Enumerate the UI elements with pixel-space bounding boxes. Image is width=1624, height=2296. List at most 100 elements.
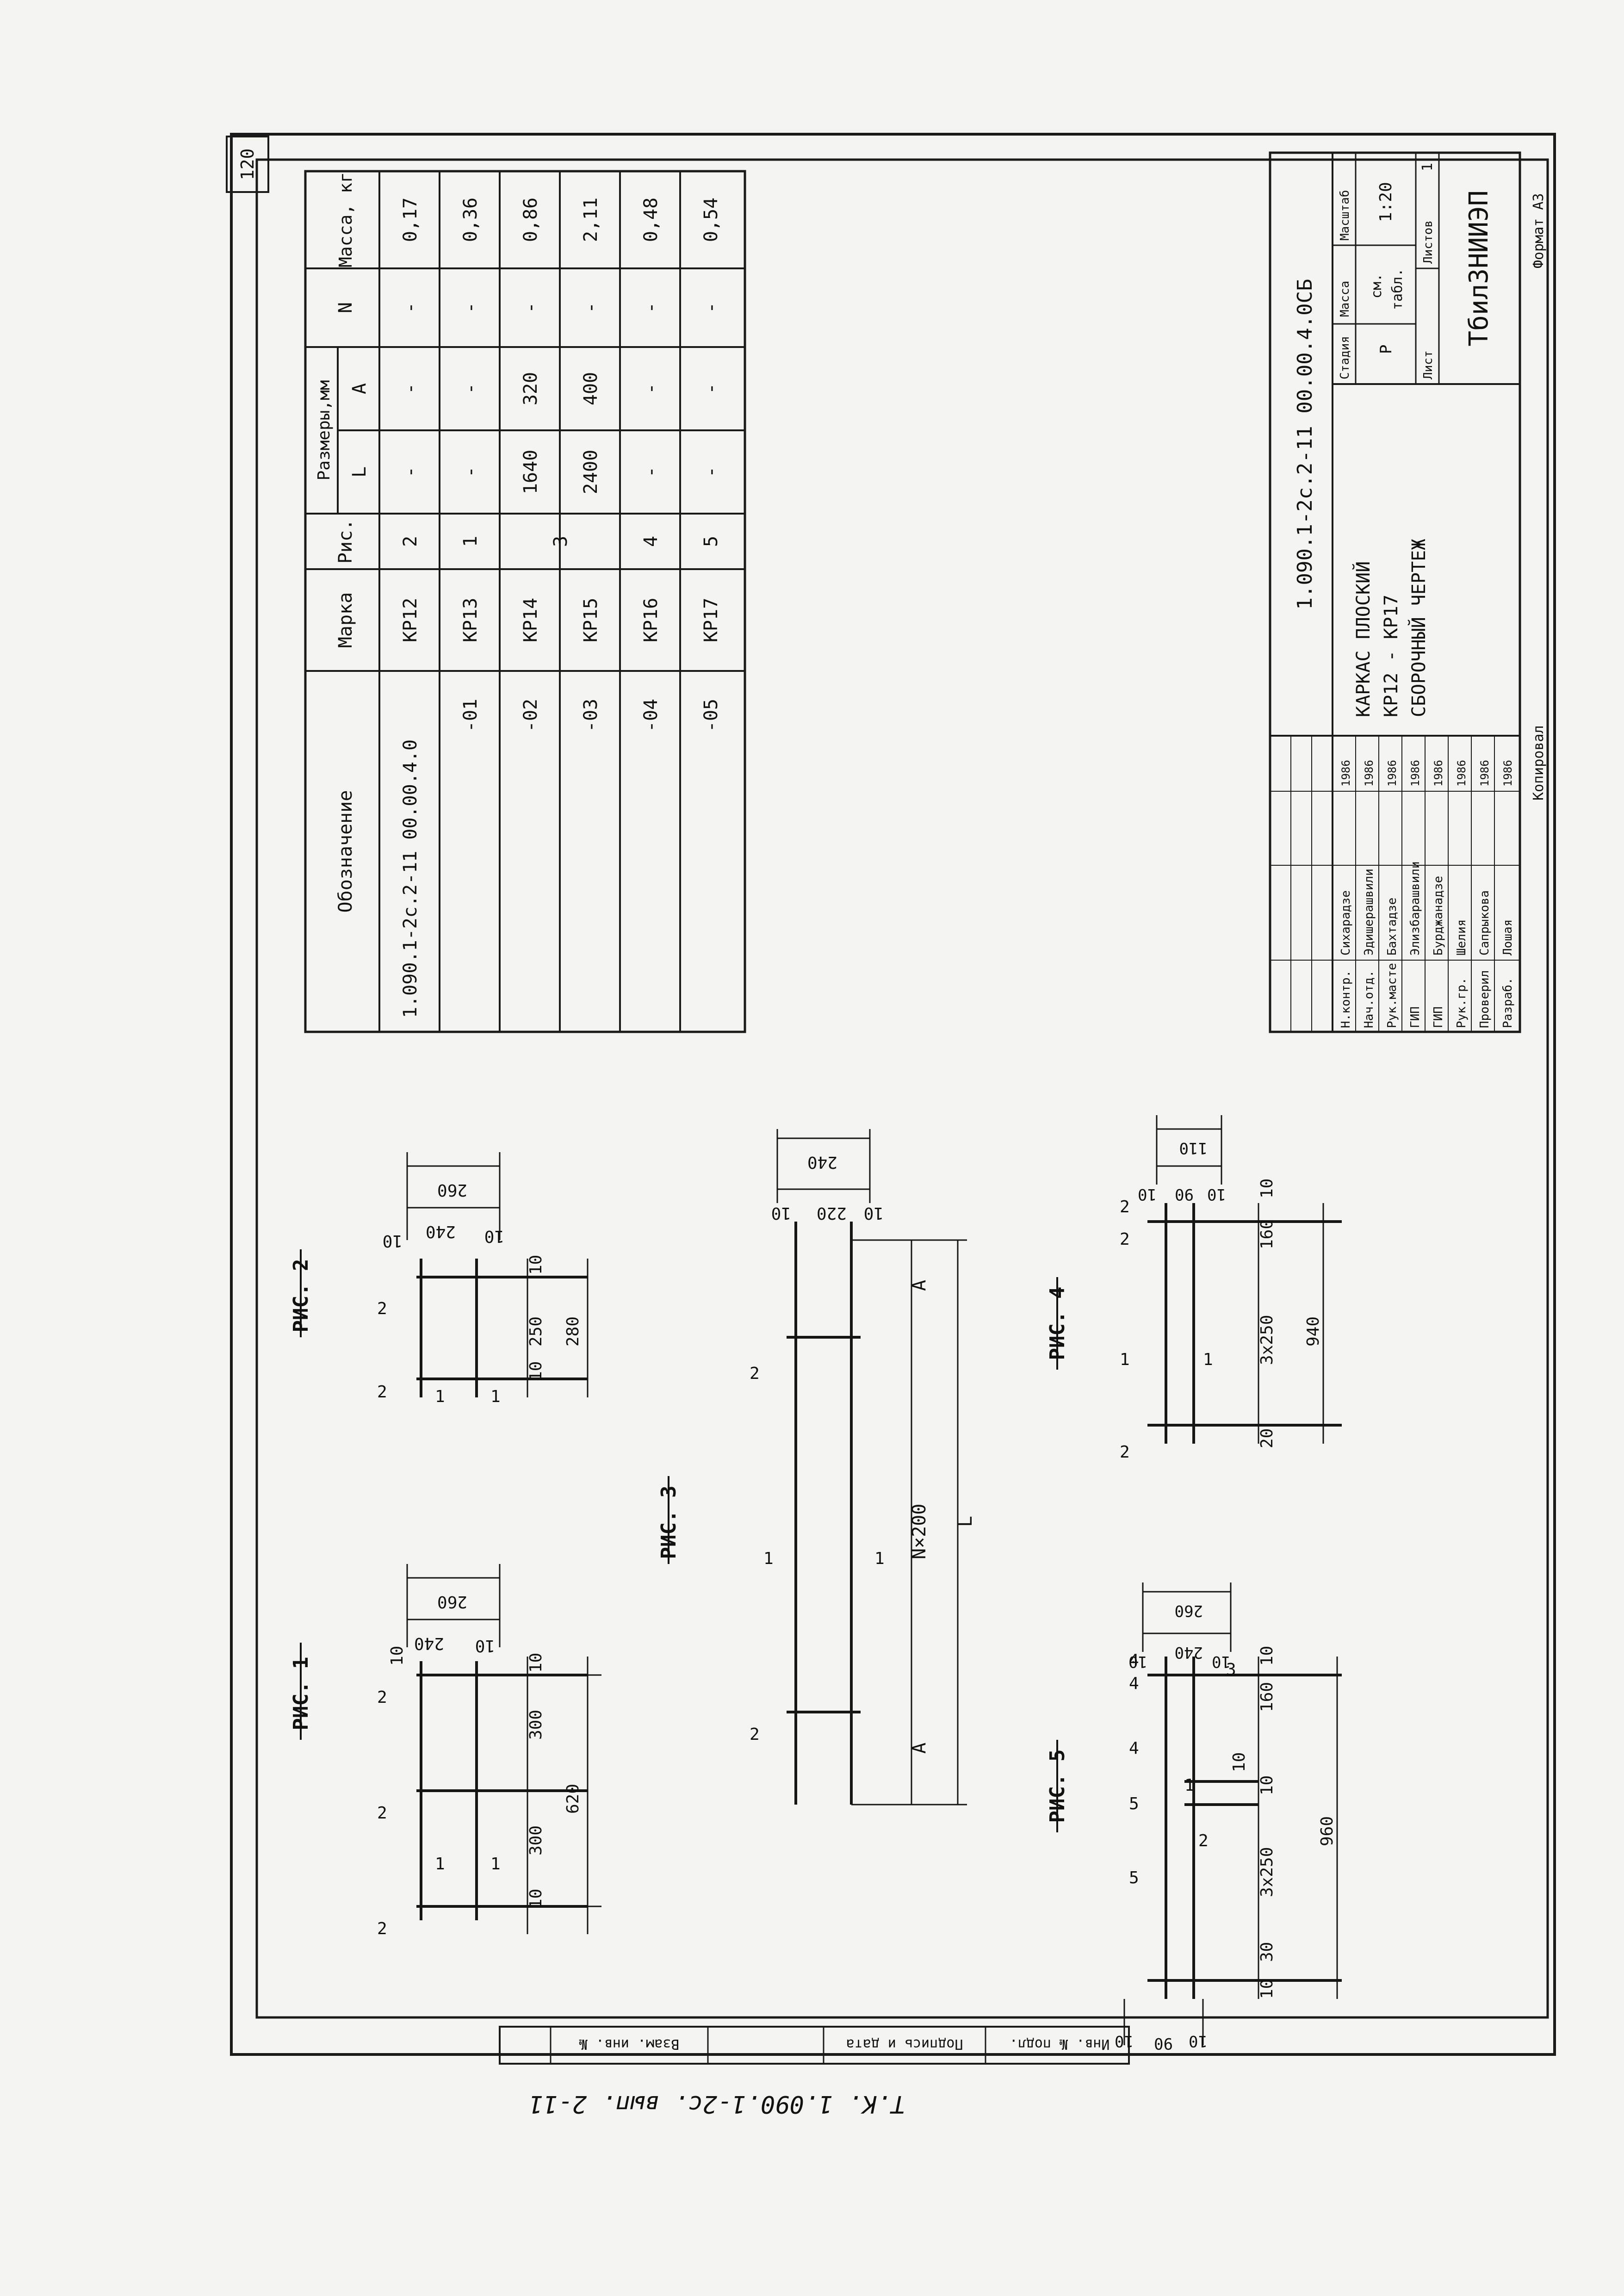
- th-L: L: [349, 466, 370, 478]
- sig-name-3: Элизбарашвили: [1408, 862, 1422, 956]
- stamp-sign-label: Подпись и дата: [846, 2036, 963, 2052]
- svg-text:1: 1: [435, 1387, 445, 1406]
- handwritten-album-code: Т.К. 1.090.1-2с. вып. 2-11: [529, 2090, 905, 2118]
- sheet-number: 120: [237, 149, 258, 180]
- mass-value-1: см.: [1369, 273, 1385, 298]
- outer-frame: [230, 133, 1556, 2056]
- svg-text:1: 1: [874, 1549, 885, 1568]
- svg-text:10: 10: [1258, 1179, 1277, 1198]
- copied-label: Копировал: [1531, 725, 1547, 800]
- svg-text:10: 10: [484, 1227, 504, 1246]
- svg-text:2: 2: [1120, 1230, 1130, 1249]
- svg-text:-: -: [460, 383, 481, 394]
- svg-text:90: 90: [1175, 1185, 1194, 1204]
- svg-text:30: 30: [1258, 1942, 1277, 1962]
- svg-text:-: -: [640, 383, 662, 394]
- margin-stamp: Инв. № подл. Подпись и дата Взам. инв. №: [499, 2026, 1130, 2065]
- title-line-3: СБОРОЧНЫЙ ЧЕРТЕЖ: [1407, 539, 1430, 717]
- sig-date-6: 1986: [1478, 760, 1491, 787]
- sig-role-3: ГИП: [1408, 1006, 1422, 1028]
- svg-text:10: 10: [771, 1204, 791, 1222]
- svg-text:-: -: [640, 302, 662, 313]
- svg-text:-: -: [400, 383, 421, 394]
- sig-role-6: Проверил: [1478, 970, 1492, 1028]
- svg-text:2: 2: [1120, 1198, 1130, 1216]
- scale-label: Масштаб: [1338, 190, 1352, 241]
- sig-name-5: Шелия: [1455, 919, 1469, 956]
- svg-text:10: 10: [475, 1636, 495, 1655]
- sig-date-0: 1986: [1339, 760, 1352, 787]
- organization: ТбилЗНИИЭП: [1464, 190, 1494, 346]
- sig-name-2: Бахтадзе: [1385, 898, 1399, 956]
- sheets-value: 1: [1419, 163, 1436, 171]
- sig-date-7: 1986: [1501, 760, 1514, 787]
- svg-text:-04: -04: [640, 699, 662, 732]
- svg-text:280: 280: [564, 1316, 583, 1347]
- spec-table: Обозначение Марка Рис. Размеры,мм L A N …: [304, 170, 746, 1033]
- title-block: Н.контр. Сихарадзе 1986 Нач.отд. Эдишера…: [1269, 151, 1547, 1033]
- svg-text:2: 2: [377, 1383, 387, 1402]
- svg-text:5: 5: [1129, 1794, 1139, 1813]
- svg-text:A: A: [909, 1280, 930, 1291]
- table-row: -02 КР14 3 1640 320 - 0,86: [520, 198, 571, 732]
- svg-text:2: 2: [1120, 1443, 1130, 1462]
- svg-text:2: 2: [750, 1725, 760, 1744]
- svg-text:3x250: 3x250: [1258, 1847, 1277, 1897]
- sig-role-1: Нач.отд.: [1362, 970, 1376, 1028]
- svg-text:A: A: [909, 1743, 930, 1754]
- svg-text:5: 5: [700, 536, 722, 547]
- svg-text:0,48: 0,48: [640, 198, 662, 242]
- svg-text:960: 960: [1318, 1816, 1337, 1846]
- svg-text:10: 10: [1230, 1752, 1249, 1772]
- svg-text:2: 2: [377, 1804, 387, 1823]
- svg-text:220: 220: [817, 1204, 847, 1222]
- svg-text:1: 1: [460, 536, 481, 547]
- svg-text:2: 2: [1198, 1831, 1209, 1850]
- figure-3: РИС. 3 A N×200 A L 10 220 10 240 2 1 1 2: [657, 1129, 976, 1806]
- svg-text:10: 10: [388, 1646, 407, 1666]
- svg-text:20: 20: [1258, 1428, 1277, 1448]
- mass-label: Масса: [1338, 281, 1352, 317]
- svg-text:1: 1: [1120, 1350, 1130, 1369]
- doc-code: 1.090.1-2с.2-11 00.00.4.0СБ: [1293, 279, 1317, 609]
- svg-text:4: 4: [1129, 1651, 1139, 1670]
- svg-text:N×200: N×200: [909, 1504, 930, 1559]
- svg-text:10: 10: [1258, 1775, 1277, 1795]
- svg-text:300: 300: [527, 1825, 545, 1855]
- th-sizes: Размеры,мм: [315, 380, 334, 481]
- svg-text:3: 3: [1226, 1660, 1236, 1679]
- svg-text:3: 3: [550, 536, 571, 547]
- svg-text:400: 400: [580, 372, 601, 405]
- svg-text:-: -: [700, 383, 722, 394]
- svg-text:2: 2: [377, 1688, 387, 1707]
- svg-text:КР15: КР15: [580, 598, 601, 642]
- svg-text:10: 10: [1258, 1979, 1277, 1999]
- svg-text:10: 10: [1212, 1652, 1231, 1671]
- svg-text:4: 4: [1129, 1674, 1139, 1693]
- svg-text:240: 240: [807, 1153, 837, 1172]
- table-row: -03 КР15 2400 400 - 2,11: [580, 198, 601, 732]
- svg-text:1: 1: [435, 1855, 445, 1874]
- svg-text:240: 240: [1175, 1643, 1203, 1662]
- svg-text:1.090.1-2с.2-11 00.00.4.0: 1.090.1-2с.2-11 00.00.4.0: [400, 739, 421, 1018]
- svg-text:940: 940: [1304, 1316, 1323, 1347]
- sig-name-4: Бурджанадзе: [1432, 876, 1445, 956]
- svg-text:2: 2: [750, 1364, 760, 1383]
- svg-text:620: 620: [564, 1784, 583, 1814]
- svg-text:0,17: 0,17: [400, 198, 421, 242]
- svg-text:КР17: КР17: [700, 598, 722, 642]
- svg-text:2: 2: [377, 1299, 387, 1318]
- svg-text:2,11: 2,11: [580, 198, 601, 242]
- svg-text:2400: 2400: [580, 450, 601, 494]
- svg-text:-: -: [640, 466, 662, 478]
- sheets-label: Листов: [1421, 220, 1435, 264]
- svg-text:110: 110: [1179, 1139, 1208, 1157]
- svg-text:320: 320: [520, 372, 541, 405]
- svg-text:L: L: [955, 1516, 976, 1527]
- svg-text:10: 10: [1128, 1652, 1147, 1671]
- svg-text:240: 240: [426, 1222, 456, 1241]
- svg-text:240: 240: [414, 1634, 444, 1653]
- sig-role-0: Н.контр.: [1339, 970, 1353, 1028]
- svg-text:1: 1: [490, 1387, 501, 1406]
